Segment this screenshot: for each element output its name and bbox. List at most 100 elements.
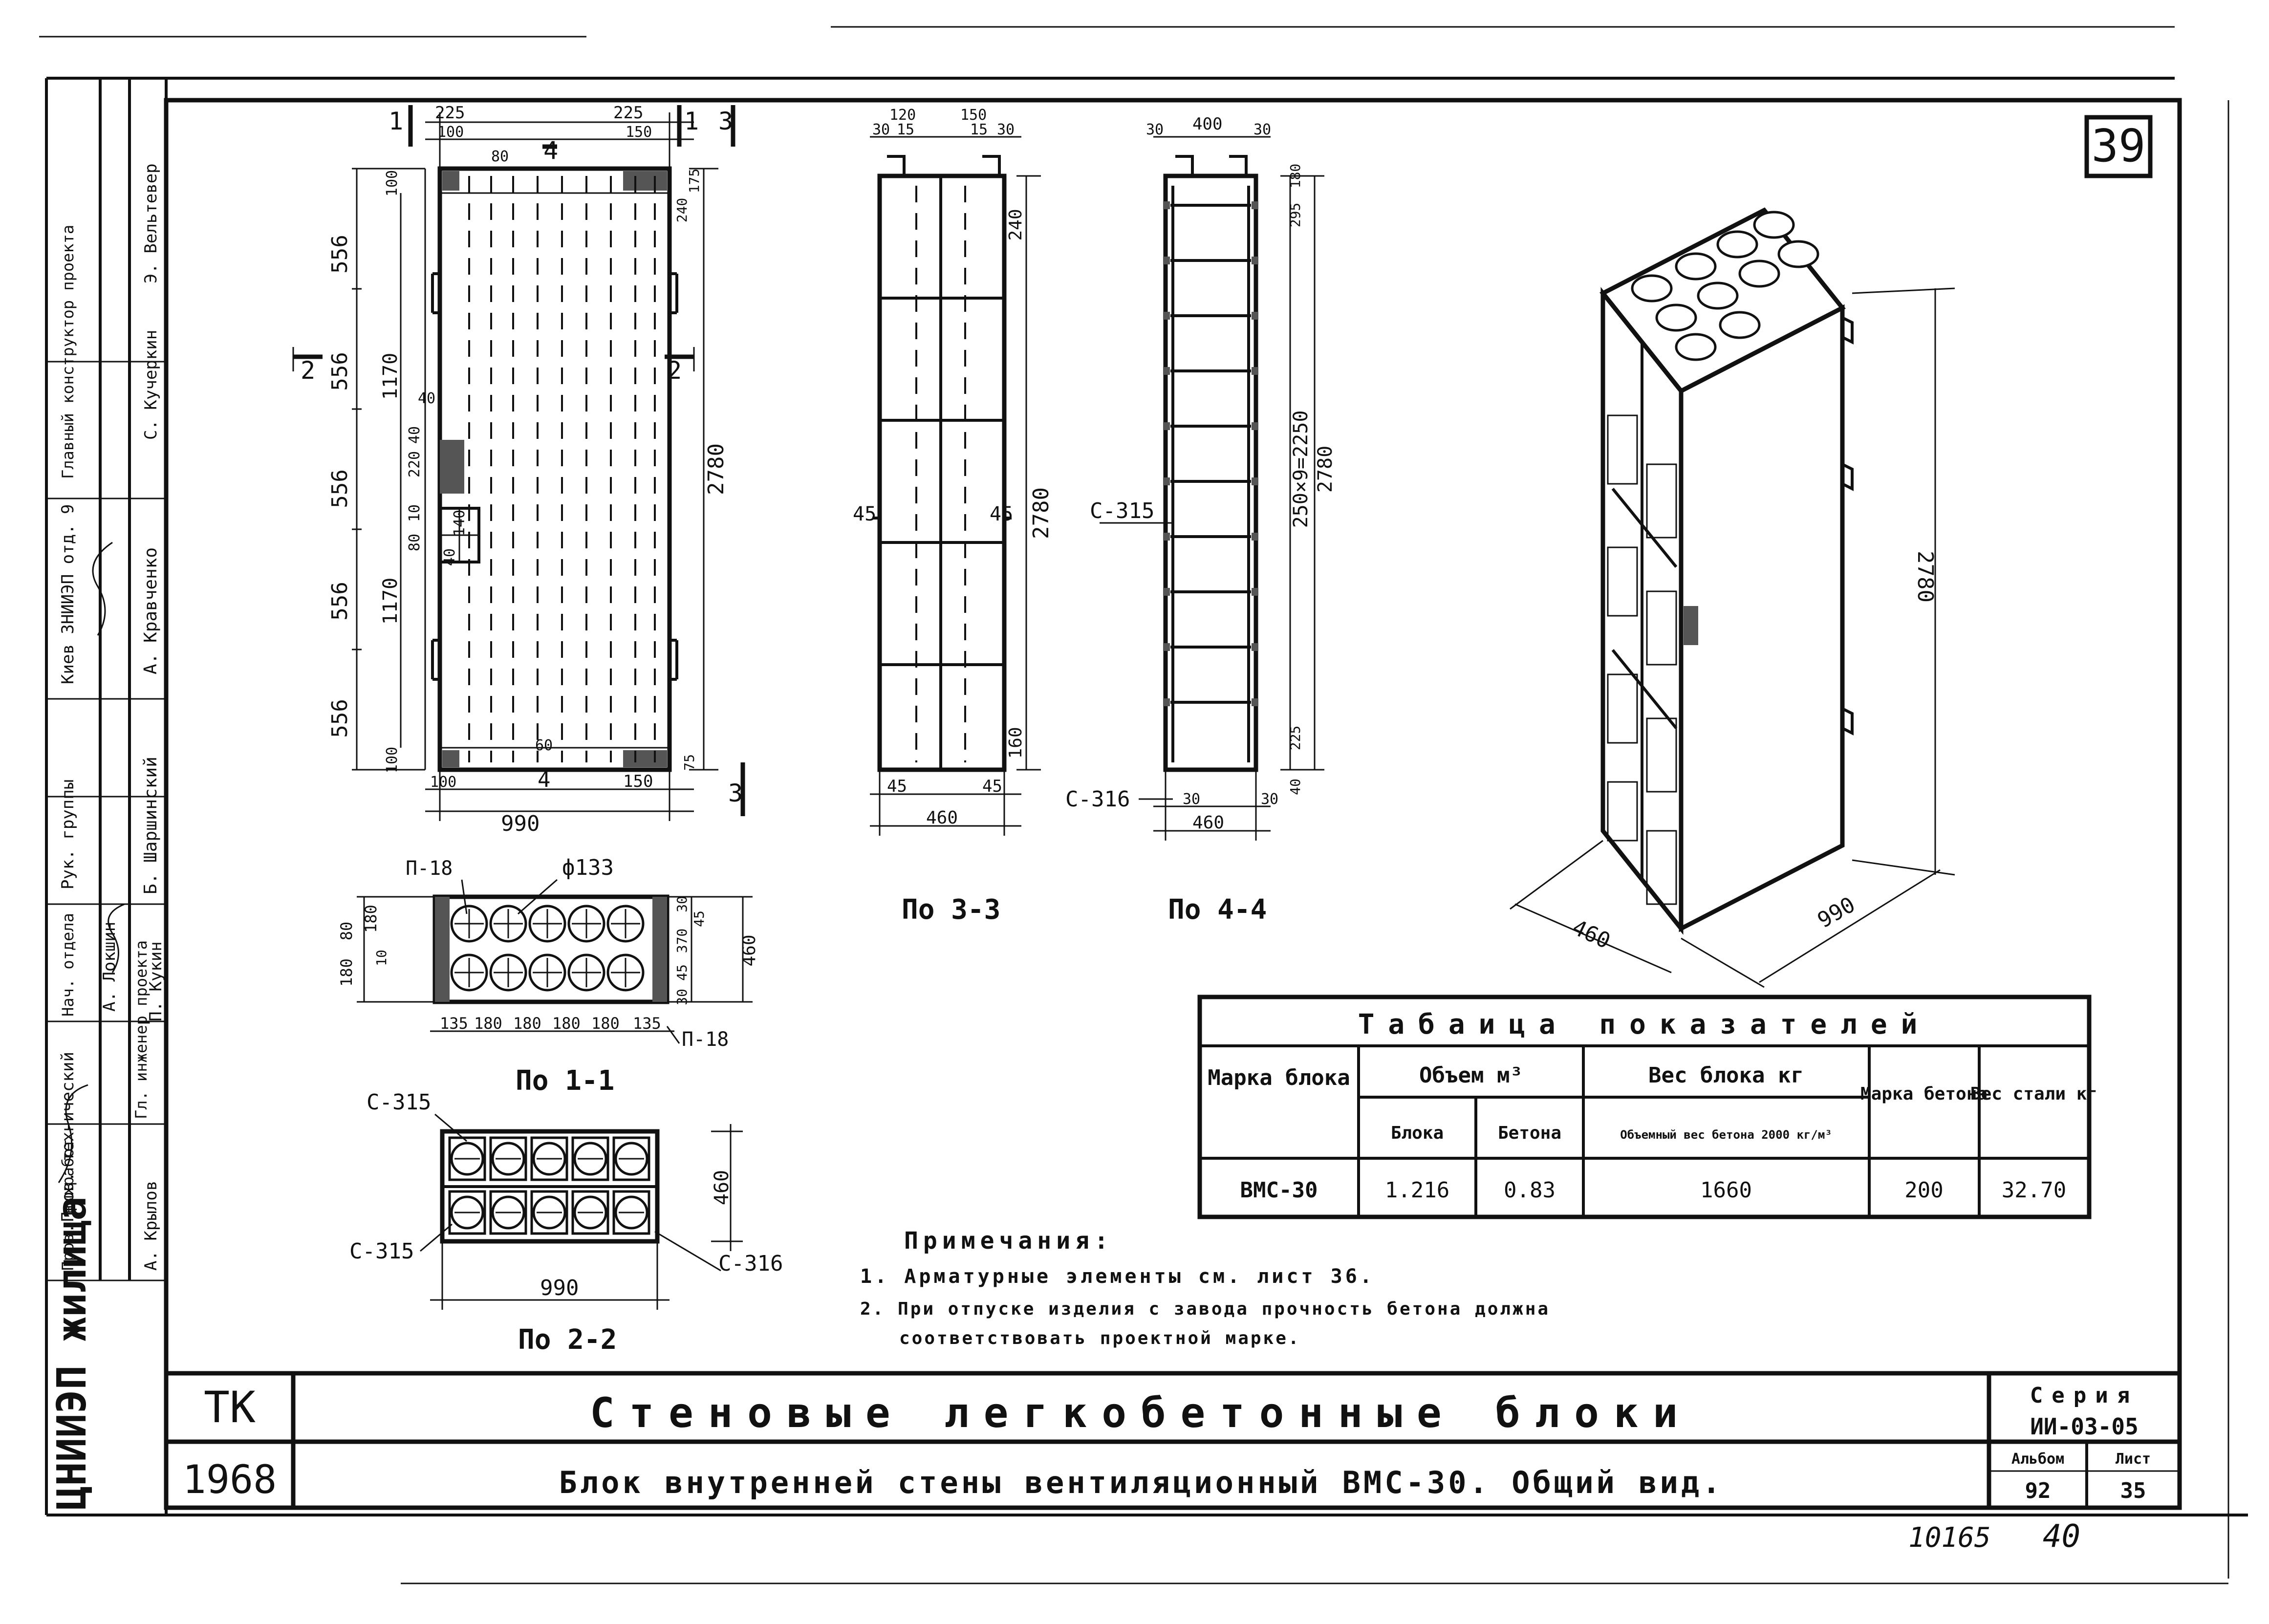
section11-bottom-dim-4: 180 xyxy=(552,1014,581,1033)
view33-caption: По 3-3 xyxy=(902,894,1000,926)
front-side-mark-right: 2 xyxy=(667,356,682,385)
front-right-dim-1: 175 xyxy=(686,169,702,194)
stirrup-node xyxy=(1163,257,1170,264)
front-right-dim-3: 2780 xyxy=(704,443,729,495)
table-subheader-vol-concrete: Бетона xyxy=(1498,1123,1561,1143)
view44-side-dim-4: 2780 xyxy=(1314,446,1337,493)
doc-number: 10165 xyxy=(1908,1522,1991,1554)
iso-hole xyxy=(1697,281,1739,310)
section22-width-dim: 990 xyxy=(540,1276,579,1300)
front-section-mark-2: 4 xyxy=(543,136,558,165)
view44-side-dim-3: 250×9=2250 xyxy=(1290,411,1312,528)
view33-top-dim-1: 30 xyxy=(872,121,890,138)
table-header-weight-block: Вес блока кг xyxy=(1648,1063,1804,1088)
stirrup-node xyxy=(1252,533,1258,541)
section22-caption: По 2-2 xyxy=(518,1324,617,1356)
notes: Примечания: 1. Арматурные элементы см. л… xyxy=(860,1227,1548,1348)
section11-bottom-dim-1: 135 xyxy=(440,1014,468,1033)
front-inner-dim-2: 1170 xyxy=(379,578,402,625)
stamp-role-2: Главный конструктор проекта xyxy=(59,225,77,479)
section11-right-dim-3: 370 xyxy=(674,929,690,953)
title-series-value: ИИ-03-05 xyxy=(2030,1413,2139,1440)
stirrup-node xyxy=(1163,477,1170,485)
stirrup-node xyxy=(1163,533,1170,541)
view33-side-dim-3: 160 xyxy=(1006,727,1026,758)
table-subheader-weight-note: Объемный вес бетона 2000 кг/м³ xyxy=(1620,1128,1832,1142)
indicators-table: Табаица показателей Марка блока Объем м³… xyxy=(1197,995,2097,1219)
view33-top-dim-3: 15 xyxy=(897,121,914,138)
iso-hole xyxy=(1675,333,1717,361)
sheet-number-box: 39 xyxy=(2084,115,2153,178)
section22-height-dim: 460 xyxy=(711,1170,733,1205)
front-view: 556 556 556 556 556 1170 1170 100 100 40… xyxy=(292,103,745,836)
stirrup-node xyxy=(1252,367,1258,375)
table-cell-mark: ВМС-30 xyxy=(1240,1178,1318,1203)
stirrup-node xyxy=(1252,257,1258,264)
stirrup-node xyxy=(1163,588,1170,596)
title-list-label: Лист xyxy=(2116,1451,2151,1468)
front-left-dim-5: 556 xyxy=(327,699,352,737)
view44-bottom-dim-3: 460 xyxy=(1192,813,1224,833)
table-header-volume: Объем м³ xyxy=(1419,1063,1523,1088)
view44-top-dim-2: 400 xyxy=(1192,114,1222,134)
sheet-frame xyxy=(39,26,2248,1584)
iso-hole xyxy=(1631,274,1673,303)
view44-side-dim-6: 40 xyxy=(1287,779,1303,795)
view44-bottom-dim-1: 30 xyxy=(1183,791,1200,808)
stamp-name-6: П. Кукин xyxy=(146,941,166,1021)
title-main: Стеновые легкобетонные блоки xyxy=(590,1389,1692,1437)
front-niche-dim-1: 40 xyxy=(418,390,435,407)
section11-bottom-dim-5: 180 xyxy=(591,1014,620,1033)
isometric-depth-dim: 460 xyxy=(1568,915,1614,954)
front-bottom-dim-2: 4 xyxy=(538,767,551,792)
front-bottom-dim-3: 150 xyxy=(623,772,653,791)
front-section-mark-3: 1 xyxy=(684,107,699,135)
front-side-mark-left: 2 xyxy=(301,356,315,385)
view33-top-dim-4: 150 xyxy=(960,107,987,124)
section-2-2: С-315 С-315 С-316 990 460 По 2-2 xyxy=(349,1090,783,1356)
view44-bottom-dim-2: 30 xyxy=(1261,791,1278,808)
table-title: Табаица показателей xyxy=(1358,1009,1931,1040)
section11-callout-3: П-18 xyxy=(682,1028,729,1051)
front-top-dim-2: 100 xyxy=(437,124,464,141)
front-section-mark-1: 1 xyxy=(389,107,403,135)
sheet-number: 39 xyxy=(2092,120,2146,172)
page-number: 40 xyxy=(2043,1518,2080,1555)
front-niche-dim-2: 220 xyxy=(406,451,423,477)
view44-caption: По 4-4 xyxy=(1168,894,1267,926)
stirrup-node xyxy=(1163,367,1170,375)
stamp-name-2: С. Кучеркин xyxy=(141,330,161,440)
section11-holes xyxy=(450,905,645,992)
view44-callout-2: С-316 xyxy=(1065,787,1130,812)
section22-callout-1: С-315 xyxy=(367,1090,431,1115)
section-1-1: П-18 ф133 П-18 135 180 180 180 180 135 1… xyxy=(337,855,759,1097)
section22-holes xyxy=(448,1136,650,1235)
section11-right-dim-2: 45 xyxy=(674,964,690,981)
view33-bottom-dim-2: 45 xyxy=(982,777,1002,796)
view33-side-dim-4: 45 xyxy=(853,503,876,525)
front-inner-dim-4: 100 xyxy=(384,747,401,773)
iso-hole xyxy=(1777,240,1819,268)
table-cell-steel: 32.70 xyxy=(2002,1178,2066,1203)
table-cell-vol-block: 1.216 xyxy=(1385,1178,1449,1203)
stirrup-node xyxy=(1163,422,1170,430)
view33-bottom-dim-3: 460 xyxy=(926,808,958,828)
front-niche-dim-7: 40 xyxy=(441,548,458,566)
section22-callout-3: С-316 xyxy=(718,1251,783,1276)
front-bottom-dim-4: 990 xyxy=(501,811,540,836)
title-album-value: 92 xyxy=(2025,1478,2051,1503)
table-header-mark-block: Марка блока xyxy=(1208,1065,1350,1090)
table-cell-vol-concrete: 0.83 xyxy=(1504,1178,1556,1203)
view33-top-dim-2: 120 xyxy=(889,107,916,124)
front-top-dim-3: 80 xyxy=(491,148,509,165)
iso-hole xyxy=(1719,311,1761,339)
table-header-weight-steel: Вес стали кг xyxy=(1970,1084,2097,1104)
approval-stamp: Пров. технический Э. Вельтевер Главный к… xyxy=(46,78,168,1515)
title-album-label: Альбом xyxy=(2011,1451,2064,1468)
view33-top-dim-5: 15 xyxy=(970,121,988,138)
table-header-mark-concrete: Марка бетона xyxy=(1860,1084,1988,1104)
front-section-mark-4: 3 xyxy=(718,107,733,135)
front-left-dim-1: 556 xyxy=(327,235,352,273)
title-block: ТК 1968 Стеновые легкобетонные блоки Бло… xyxy=(166,1371,2180,1508)
